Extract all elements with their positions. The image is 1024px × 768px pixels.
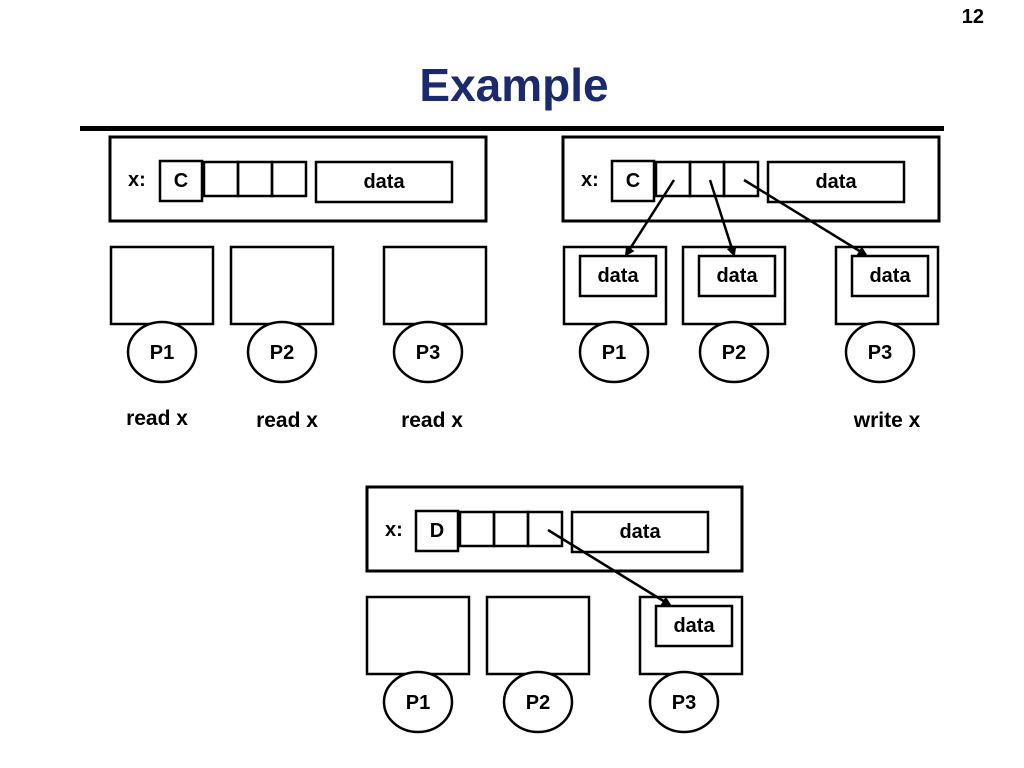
cache-p1	[109, 245, 215, 326]
panel-left: x: C data P1 P2 P3 read x read x read x	[108, 135, 488, 432]
cache-copy-box	[850, 254, 930, 298]
presence-bit-p2	[236, 160, 274, 198]
pointer-arrow-p2	[708, 179, 737, 257]
processor-p2	[246, 320, 318, 384]
cache-p2	[485, 595, 591, 676]
processor-label: P3	[672, 692, 696, 714]
operation-label: read x	[401, 409, 463, 432]
operation-label: write x	[853, 409, 921, 432]
presence-bit-p3	[270, 160, 308, 198]
processor-p1	[126, 320, 198, 384]
state-cell	[610, 159, 656, 203]
memory-data-label: data	[815, 171, 857, 193]
presence-bit-p1	[458, 510, 496, 548]
memory-data-box	[314, 160, 454, 204]
panel-bottom: x: D data data P1 P2 P3	[365, 485, 744, 734]
cache-copy-label: data	[673, 615, 715, 637]
processor-p1	[382, 670, 454, 734]
cache-copy-label: data	[716, 265, 758, 287]
cache-copy-box	[654, 604, 734, 648]
memory-data-box	[570, 510, 710, 554]
memory-entry-box	[365, 485, 744, 573]
operation-label: read x	[126, 407, 188, 430]
presence-bit-p3	[526, 510, 564, 548]
title-divider	[80, 126, 944, 131]
cache-copy-box	[578, 254, 658, 298]
variable-label: x:	[128, 169, 146, 191]
memory-data-box	[766, 160, 906, 204]
memory-entry-box	[561, 135, 941, 223]
state-cell	[158, 159, 204, 203]
state-label: D	[430, 520, 444, 542]
processor-label: P1	[150, 342, 174, 364]
state-label: C	[174, 170, 188, 192]
variable-label: x:	[385, 519, 403, 541]
cache-p3	[382, 245, 488, 326]
memory-data-label: data	[363, 171, 405, 193]
presence-bit-p1	[202, 160, 240, 198]
operation-label: read x	[256, 409, 318, 432]
presence-bit-p2	[492, 510, 530, 548]
processor-p3	[844, 320, 916, 384]
state-label: C	[626, 170, 640, 192]
pointer-arrow-p3	[743, 178, 868, 257]
cache-p2	[229, 245, 335, 326]
processor-label: P2	[270, 342, 294, 364]
pointer-arrow-p1	[624, 179, 676, 257]
cache-copy-label: data	[597, 265, 639, 287]
processor-p3	[648, 670, 720, 734]
processor-label: P1	[406, 692, 430, 714]
processor-label: P3	[416, 342, 440, 364]
cache-copy-label: data	[869, 265, 911, 287]
memory-data-label: data	[619, 521, 661, 543]
state-cell	[414, 509, 460, 553]
processor-p3	[392, 320, 464, 384]
presence-bit-p2	[688, 160, 726, 198]
cache-copy-box	[697, 254, 777, 298]
processor-p1	[578, 320, 650, 384]
presence-bit-p1	[654, 160, 692, 198]
presence-bit-p3	[722, 160, 760, 198]
cache-p1	[365, 595, 471, 676]
processor-label: P2	[526, 692, 550, 714]
slide-title: Example	[419, 59, 609, 111]
processor-p2	[502, 670, 574, 734]
processor-label: P1	[602, 342, 626, 364]
processor-label: P3	[868, 342, 892, 364]
processor-label: P2	[722, 342, 746, 364]
variable-label: x:	[581, 169, 599, 191]
panel-right: x: C data data data data P1 P2 P3 write …	[561, 135, 941, 432]
pointer-arrow-p3	[547, 528, 672, 607]
processor-p2	[698, 320, 770, 384]
memory-entry-box	[108, 135, 488, 223]
page-number: 12	[961, 6, 984, 28]
